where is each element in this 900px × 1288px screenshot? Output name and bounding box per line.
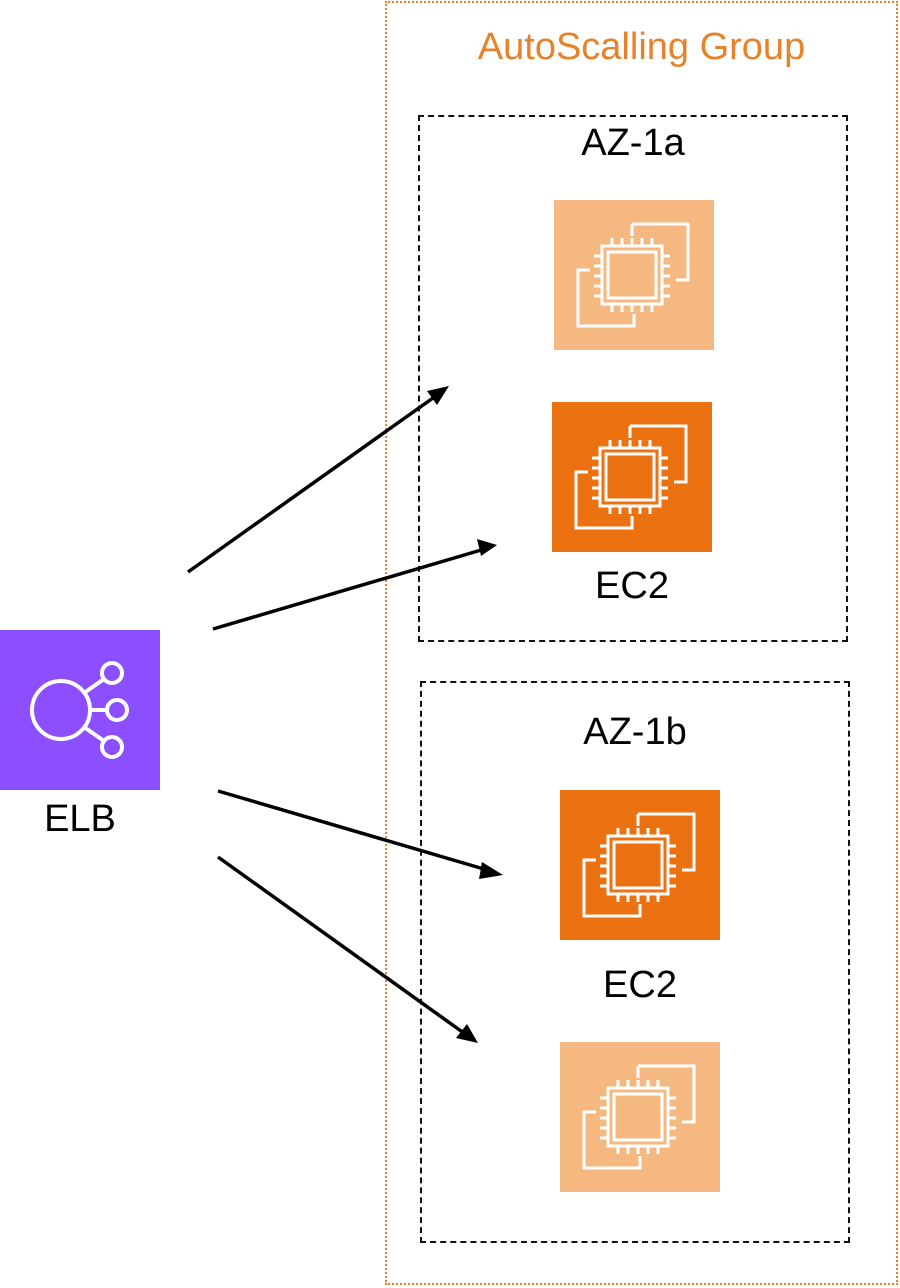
ec2-instance-2-label: EC2: [595, 565, 669, 607]
availability-zone-1a-label: AZ-1a: [581, 122, 685, 164]
load-balancer: [0, 630, 160, 790]
ec2-instance-3-label: EC2: [603, 964, 677, 1006]
ec2-icon: [554, 200, 714, 350]
ec2-instance-2: [552, 402, 712, 552]
ec2-instance-4: [560, 1042, 720, 1192]
ec2-icon: [560, 790, 720, 940]
availability-zone-1a-boundary: [418, 115, 848, 642]
availability-zone-1b-label: AZ-1b: [583, 711, 687, 753]
autoscaling-group-boundary: [385, 1, 898, 1285]
ec2-instance-3: [560, 790, 720, 940]
ec2-icon: [560, 1042, 720, 1192]
autoscaling-group-title: AutoScalling Group: [477, 26, 806, 68]
load-balancer-label: ELB: [44, 798, 116, 840]
elb-icon: [0, 630, 160, 790]
ec2-icon: [552, 402, 712, 552]
ec2-instance-1: [554, 200, 714, 350]
